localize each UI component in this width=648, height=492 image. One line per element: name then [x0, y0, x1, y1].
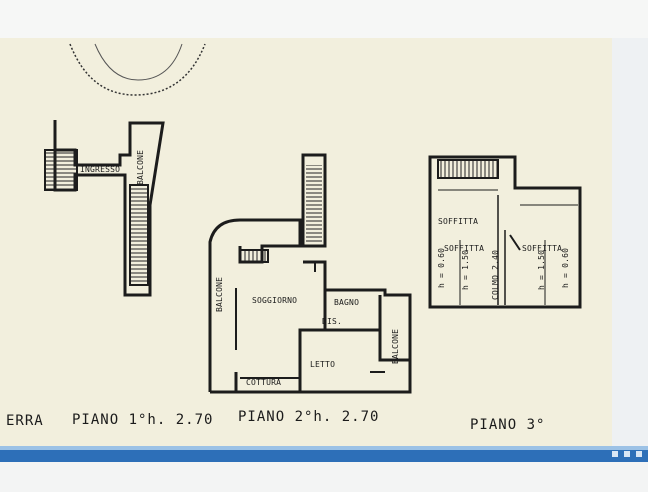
title-piano-terra: ERRA — [6, 413, 44, 429]
label-balcone-dx: BALCONE — [391, 328, 400, 364]
label-soggiorno: SOGGIORNO — [252, 296, 298, 305]
third-floor-plan — [428, 155, 582, 309]
label-letto: LETTO — [310, 360, 336, 369]
label-height-4: h = 0.60 — [561, 247, 570, 288]
first-floor-plan — [208, 153, 412, 394]
bottom-bezel — [0, 462, 648, 492]
label-height-2: h = 1.50 — [461, 249, 470, 290]
label-balcone-terra: BALCONE — [136, 149, 145, 185]
tray-icon — [612, 451, 618, 457]
top-arc-detail — [69, 43, 206, 96]
floor-plan-sheet — [0, 38, 612, 450]
label-height-1: h = 0.60 — [437, 247, 446, 288]
label-cottura: COTTURA — [246, 378, 282, 387]
taskbar — [0, 450, 648, 462]
label-colmo: COLMO 2.40 — [491, 249, 500, 300]
title-piano-3: PIANO 3° — [470, 417, 546, 433]
label-height-3: h = 1.50 — [537, 249, 546, 290]
title-piano-1: PIANO 1°h. 2.70 — [72, 412, 214, 428]
label-soffitta-left: SOFFITTA — [444, 244, 485, 253]
label-soffitta-right: SOFFITTA — [522, 244, 563, 253]
label-balcone-sx: BALCONE — [215, 276, 224, 312]
window-top-area — [0, 0, 648, 38]
label-bagno: BAGNO — [334, 298, 360, 307]
label-dis: DIS. — [322, 317, 343, 326]
ground-floor-plan — [44, 120, 165, 297]
title-piano-2: PIANO 2°h. 2.70 — [238, 409, 380, 425]
label-ingresso: INGRESSO — [80, 165, 121, 174]
taskbar-highlight — [0, 446, 648, 450]
tray-icon — [624, 451, 630, 457]
taskbar-tray-icons — [612, 451, 642, 457]
label-soffitta-top: SOFFITTA — [438, 217, 479, 226]
tray-icon — [636, 451, 642, 457]
window-right-edge — [612, 38, 648, 450]
